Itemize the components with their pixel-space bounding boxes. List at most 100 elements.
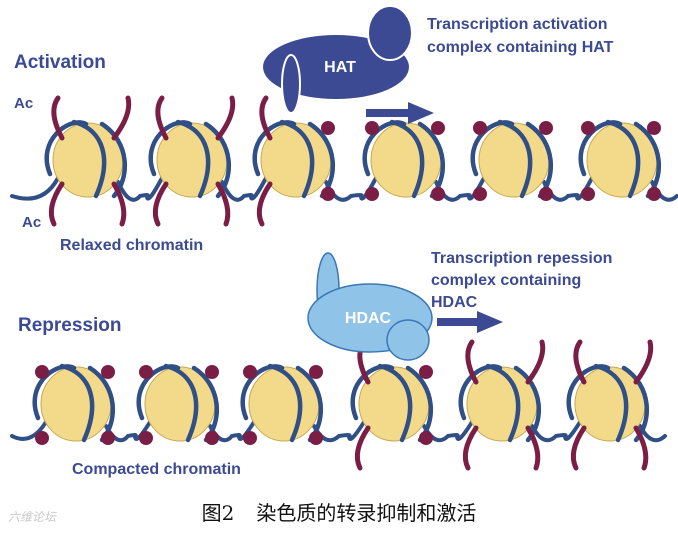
dna-wrap <box>71 119 107 199</box>
histone-tail-dot <box>321 187 335 201</box>
histone-tail <box>525 339 546 385</box>
repression-complex-label-line2: complex containing <box>431 272 581 289</box>
histone-tail-dot <box>309 431 323 445</box>
activation-arrow <box>366 102 434 124</box>
histone-tail-dot <box>581 187 595 201</box>
hat-complex: HAT <box>263 5 413 114</box>
histone-tail <box>633 339 654 385</box>
histone-tail-dot <box>205 431 219 445</box>
dna-wrap <box>175 119 211 199</box>
histone-tail <box>570 425 587 471</box>
histone-tail <box>465 339 479 385</box>
dna-wrap <box>267 363 303 443</box>
histone-tail-dot <box>365 121 379 135</box>
dna-wrap <box>163 363 199 443</box>
histone-tail-dot <box>419 365 433 379</box>
histone-tail <box>111 95 132 141</box>
histone-tail <box>354 425 371 471</box>
histone-tail-dot <box>647 121 661 135</box>
hdac-subunit-round <box>386 319 430 361</box>
repression-complex-label-line3: HDAC <box>431 294 478 311</box>
nucleosome <box>470 119 554 201</box>
dna-wrap <box>497 119 533 199</box>
hat-subunit-oval <box>281 54 301 114</box>
histone-tail-dot <box>365 187 379 201</box>
compacted-chromatin-fiber <box>10 339 667 471</box>
linker-dna <box>10 176 678 202</box>
hdac-complex: HDAC <box>307 252 433 361</box>
relaxed-chromatin-label: Relaxed chromatin <box>60 237 203 254</box>
repression-arrow <box>437 311 503 333</box>
histone-tail-dot <box>431 121 445 135</box>
nucleosome <box>458 339 546 471</box>
activation-complex-label-line1: Transcription activation <box>427 16 607 33</box>
figure-title: 染色质的转录抑制和激活 <box>256 501 477 525</box>
nucleosome <box>148 95 236 227</box>
watermark: 六维论坛 <box>8 510 57 524</box>
histone-tail <box>215 181 231 227</box>
figure-caption: 图2 染色质的转录抑制和激活 <box>0 497 678 526</box>
histone-tail-dot <box>309 365 323 379</box>
dna-wrap <box>377 363 413 443</box>
dna-wrap <box>279 119 315 199</box>
histone-tail <box>259 95 273 141</box>
histone-tail <box>155 95 169 141</box>
histone-tail-dot <box>35 365 49 379</box>
histone-tail-dot <box>101 365 115 379</box>
hdac-label: HDAC <box>345 310 392 327</box>
dna-wrap <box>485 363 521 443</box>
ac-label-top: Ac <box>14 95 33 112</box>
histone-tail-dot <box>35 431 49 445</box>
nucleosome <box>566 339 654 471</box>
histone-tail <box>462 425 479 471</box>
histone-tail-dot <box>539 187 553 201</box>
histone-tail <box>48 181 65 227</box>
activation-complex-label-line2: complex containing HAT <box>427 39 614 56</box>
histone-tail-dot <box>539 121 553 135</box>
relaxed-chromatin-fiber <box>10 95 678 227</box>
histone-tail <box>633 425 649 471</box>
nucleosome <box>136 363 220 445</box>
figure-number: 图2 <box>201 501 235 525</box>
repression-complex-label-line1: Transcription repession <box>431 250 612 267</box>
histone-tail-dot <box>647 187 661 201</box>
nucleosome <box>240 363 324 445</box>
hat-label: HAT <box>324 59 356 76</box>
dna-wrap <box>593 363 629 443</box>
dna-wrap <box>389 119 425 199</box>
histone-tail-dot <box>243 431 257 445</box>
histone-tail-dot <box>431 187 445 201</box>
nucleosome <box>252 95 336 227</box>
histone-tail-dot <box>473 121 487 135</box>
histone-tail-dot <box>139 431 153 445</box>
nucleosome <box>578 119 662 201</box>
histone-tail <box>256 181 273 227</box>
nucleosome <box>32 363 116 445</box>
histone-tail-dot <box>419 431 433 445</box>
histone-tail <box>573 339 587 385</box>
histone-tail <box>51 95 65 141</box>
hat-subunit-round <box>367 5 413 61</box>
nucleosome <box>362 119 446 201</box>
ac-label-bottom: Ac <box>22 214 41 231</box>
histone-tail-dot <box>321 121 335 135</box>
histone-tail <box>215 95 236 141</box>
linker-dna <box>10 420 667 443</box>
dna-wrap <box>605 119 641 199</box>
activation-label: Activation <box>14 52 106 73</box>
compacted-chromatin-label: Compacted chromatin <box>72 461 241 478</box>
dna-wrap <box>59 363 95 443</box>
histone-tail-dot <box>139 365 153 379</box>
histone-tail-dot <box>473 187 487 201</box>
histone-tail <box>152 181 169 227</box>
repression-label: Repression <box>18 315 121 336</box>
histone-tail-dot <box>101 431 115 445</box>
histone-tail <box>111 181 127 227</box>
histone-tail-dot <box>581 121 595 135</box>
histone-tail <box>525 425 541 471</box>
histone-tail-dot <box>243 365 257 379</box>
nucleosome <box>350 339 434 471</box>
histone-tail-dot <box>205 365 219 379</box>
nucleosome <box>44 95 132 227</box>
